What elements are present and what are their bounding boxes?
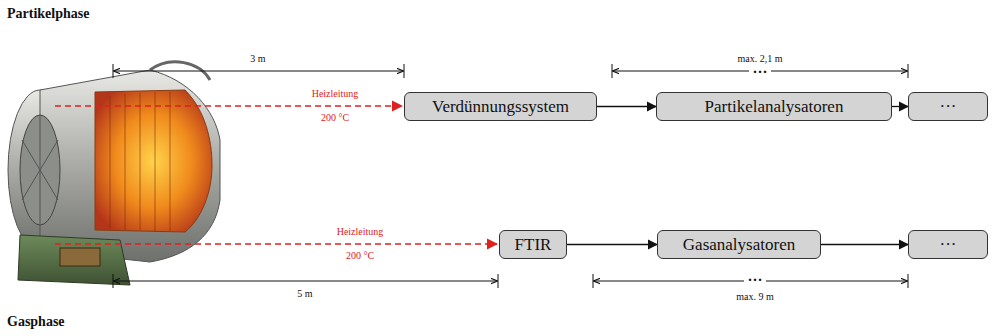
heated-line (55, 105, 402, 107)
flow-arrow (821, 244, 908, 245)
box-text: ··· (940, 236, 957, 253)
box-text: Verdünnungssystem (432, 98, 569, 115)
continuation-box: ··· (908, 230, 988, 259)
heated-line (55, 243, 497, 245)
temperature-label: 200 °C (321, 112, 349, 123)
section-heading: Gasphase (7, 314, 65, 329)
process-box: Verdünnungssystem (404, 92, 597, 121)
section-heading: Partikelphase (7, 6, 89, 21)
dimension-lines (113, 64, 908, 288)
dimension-label: 3 m (250, 53, 265, 64)
heated-line-label: Heizleitung (337, 226, 384, 237)
continuation-box: ··· (908, 92, 988, 121)
dimension-label: 5 m (297, 288, 312, 299)
box-text: Partikelanalysatoren (705, 98, 844, 115)
box-text: Gasanalysatoren (683, 236, 795, 253)
flow-arrow (892, 106, 908, 107)
dimension-label: max. 9 m (736, 291, 774, 302)
flow-arrow (567, 244, 657, 245)
ellipsis-mark: ··· (749, 64, 770, 81)
heated-line-label: Heizleitung (312, 88, 359, 99)
box-text: ··· (940, 98, 957, 115)
box-text: FTIR (515, 236, 552, 253)
dimension-label: max. 2,1 m (738, 53, 783, 64)
flow-arrow (597, 106, 656, 107)
temperature-label: 200 °C (346, 250, 374, 261)
process-box: Partikelanalysatoren (656, 92, 892, 121)
turbine-engine (8, 62, 220, 285)
process-box: FTIR (499, 230, 567, 259)
process-box: Gasanalysatoren (657, 230, 821, 259)
ellipsis-mark: ··· (744, 272, 765, 289)
